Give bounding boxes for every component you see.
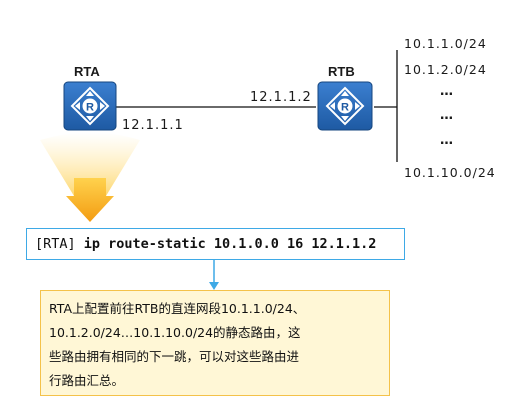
command-prompt: [RTA]	[35, 236, 76, 252]
command-text: ip route-static 10.1.0.0 16 12.1.1.2	[83, 236, 377, 252]
rtb-router-icon: R	[317, 81, 373, 131]
note-line: RTA上配置前往RTB的直连网段10.1.1.0/24、	[49, 301, 306, 316]
note-line: 行路由汇总。	[49, 373, 125, 388]
command-box: [RTA] ip route-static 10.1.0.0 16 12.1.1…	[26, 228, 405, 260]
svg-text:R: R	[341, 102, 349, 114]
orange-down-arrow	[66, 178, 114, 222]
rtb-ip: 12.1.1.2	[250, 90, 312, 105]
svg-text:R: R	[86, 102, 94, 114]
network-ellipsis: …	[440, 133, 454, 148]
rta-ip: 12.1.1.1	[122, 118, 184, 133]
rta-name: RTA	[74, 64, 100, 79]
rtb-name: RTB	[328, 64, 355, 79]
network-ellipsis: …	[440, 108, 454, 123]
network-item: 10.1.2.0/24	[404, 62, 487, 77]
network-item: 10.1.1.0/24	[404, 36, 487, 51]
note-line: 些路由拥有相同的下一跳，可以对这些路由进	[49, 349, 300, 364]
glow-beam	[40, 132, 140, 196]
note-text: RTA上配置前往RTB的直连网段10.1.1.0/24、 10.1.2.0/24…	[49, 297, 385, 393]
note-box: RTA上配置前往RTB的直连网段10.1.1.0/24、 10.1.2.0/24…	[40, 290, 390, 396]
network-item: 10.1.10.0/24	[404, 165, 496, 180]
note-line: 10.1.2.0/24…10.1.10.0/24的静态路由，这	[49, 325, 301, 340]
network-ellipsis: …	[440, 84, 454, 99]
command-line: [RTA] ip route-static 10.1.0.0 16 12.1.1…	[35, 236, 376, 252]
rta-router-icon: R	[63, 81, 117, 131]
connector-arrowhead	[209, 282, 219, 290]
